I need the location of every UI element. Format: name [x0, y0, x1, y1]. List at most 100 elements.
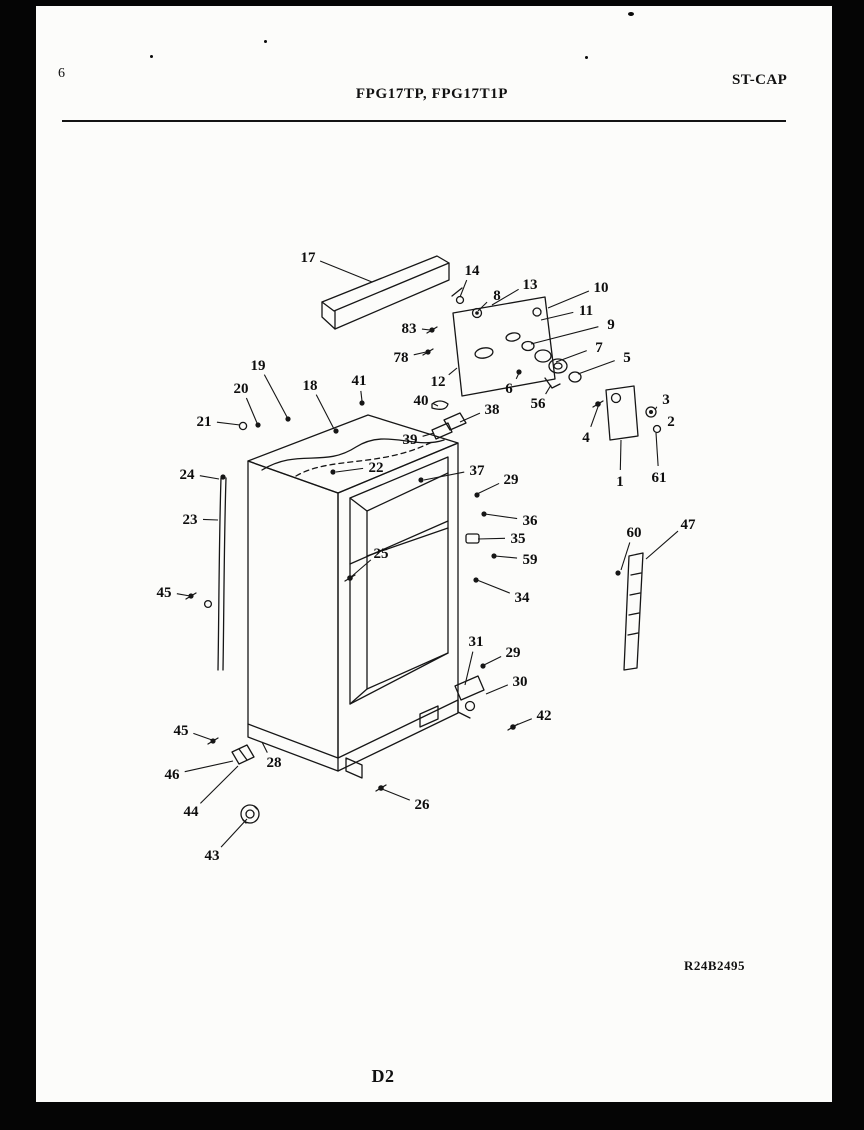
- leader-line-12-11: [448, 367, 458, 376]
- leader-line-34-36: [476, 579, 511, 594]
- page-number: 6: [58, 66, 65, 81]
- callout-17-0: 17: [301, 250, 317, 266]
- callout-78-10: 78: [394, 350, 409, 366]
- leader-line-45-44: [193, 732, 213, 741]
- leader-line-40-18: [433, 403, 439, 407]
- drier-channel: [615, 552, 644, 671]
- callout-10-4: 10: [594, 280, 609, 296]
- leader-line-25-35: [350, 559, 372, 578]
- leader-line-28-46: [261, 741, 268, 753]
- callout-25-35: 25: [374, 546, 389, 562]
- leader-line-23-31: [202, 518, 219, 521]
- leader-line-38-19: [459, 412, 481, 423]
- leader-line-26-48: [381, 788, 411, 801]
- callout-26-48: 26: [415, 797, 431, 813]
- leader-line-4-24: [590, 403, 600, 427]
- callout-41-17: 41: [352, 373, 367, 389]
- callout-23-31: 23: [183, 512, 198, 528]
- callout-35-33: 35: [511, 531, 526, 547]
- callout-18-16: 18: [303, 378, 318, 394]
- leader-line-36-32: [484, 513, 518, 520]
- side-trim-strip: [217, 474, 227, 671]
- leader-line-30-42: [485, 684, 509, 695]
- leader-line-1-25: [619, 439, 622, 471]
- leader-line-43-49: [220, 818, 248, 848]
- page-title: FPG17TP, FPG17T1P: [355, 86, 509, 102]
- callout-30-42: 30: [513, 674, 528, 690]
- callout-46-45: 46: [165, 767, 181, 783]
- leader-line-31-40: [464, 651, 474, 686]
- leader-line-8-2: [477, 301, 488, 312]
- scan-artifact: [150, 55, 153, 58]
- callout-61-26: 61: [652, 470, 667, 486]
- top-trim-panel: [321, 255, 450, 330]
- callout-37-29: 37: [470, 463, 486, 479]
- callout-14-1: 14: [465, 263, 481, 279]
- leader-line-29-41: [483, 656, 502, 666]
- leader-line-78-10: [413, 351, 427, 356]
- callout-42-43: 42: [537, 708, 552, 724]
- compressor-bracket: [605, 385, 662, 441]
- leader-line-61-26: [655, 432, 659, 467]
- callout-47-39: 47: [681, 517, 697, 533]
- cabinet-shell: [247, 414, 459, 779]
- leader-line-22-28: [335, 467, 364, 473]
- callout-45-44: 45: [174, 723, 189, 739]
- callout-20-15: 20: [234, 381, 249, 397]
- header-rule: [62, 120, 786, 122]
- callout-12-11: 12: [431, 374, 446, 390]
- leader-line-44-47: [200, 765, 239, 804]
- callout-22-28: 22: [369, 460, 384, 476]
- callout-38-19: 38: [485, 402, 500, 418]
- leader-line-6-12: [515, 372, 520, 380]
- scan-artifact: [264, 40, 267, 43]
- callout-44-47: 44: [184, 804, 200, 820]
- leader-line-35-33: [477, 537, 506, 540]
- callout-2-23: 2: [667, 414, 675, 430]
- leader-line-46-45: [184, 760, 234, 773]
- scan-artifact: [628, 12, 634, 16]
- callout-5-8: 5: [623, 350, 631, 366]
- leader-line-13-3: [491, 288, 519, 306]
- leader-line-47-39: [645, 530, 679, 560]
- page-footer: D2: [371, 1066, 395, 1086]
- callout-13-3: 13: [523, 277, 538, 293]
- rear-access-panel: [452, 296, 556, 397]
- callout-28-46: 28: [267, 755, 282, 771]
- callout-36-32: 36: [523, 513, 539, 529]
- callout-3-22: 3: [662, 392, 670, 408]
- callout-1-25: 1: [616, 474, 624, 490]
- callout-21-21: 21: [197, 414, 212, 430]
- callout-19-14: 19: [251, 358, 266, 374]
- leader-line-24-27: [199, 475, 220, 480]
- doc-code: R24B2495: [684, 958, 746, 973]
- leader-line-17-0: [319, 260, 373, 283]
- callout-59-34: 59: [523, 552, 538, 568]
- callout-11-5: 11: [579, 303, 593, 319]
- leader-line-11-5: [540, 311, 574, 321]
- callout-6-12: 6: [505, 381, 513, 397]
- callout-56-13: 56: [531, 396, 547, 412]
- leader-line-45-37: [176, 593, 191, 597]
- callout-40-18: 40: [414, 393, 429, 409]
- leader-line-7-7: [555, 350, 587, 363]
- callout-39-20: 39: [403, 432, 418, 448]
- hinge-parts: [451, 287, 582, 389]
- leader-line-9-6: [530, 326, 599, 345]
- leader-line-56-13: [545, 384, 552, 395]
- leader-line-37-29: [423, 471, 465, 481]
- callout-29-30: 29: [504, 472, 519, 488]
- leader-line-10-4: [547, 290, 590, 309]
- leader-line-41-17: [360, 390, 363, 402]
- leader-line-14-1: [459, 279, 468, 298]
- callout-29-41: 29: [506, 645, 521, 661]
- leader-line-42-43: [513, 718, 533, 727]
- scan-artifact: [585, 56, 588, 59]
- leader-line-5-8: [577, 360, 615, 375]
- callout-45-37: 45: [157, 585, 172, 601]
- leader-line-83-9: [421, 328, 431, 331]
- leader-line-29-30: [476, 482, 500, 495]
